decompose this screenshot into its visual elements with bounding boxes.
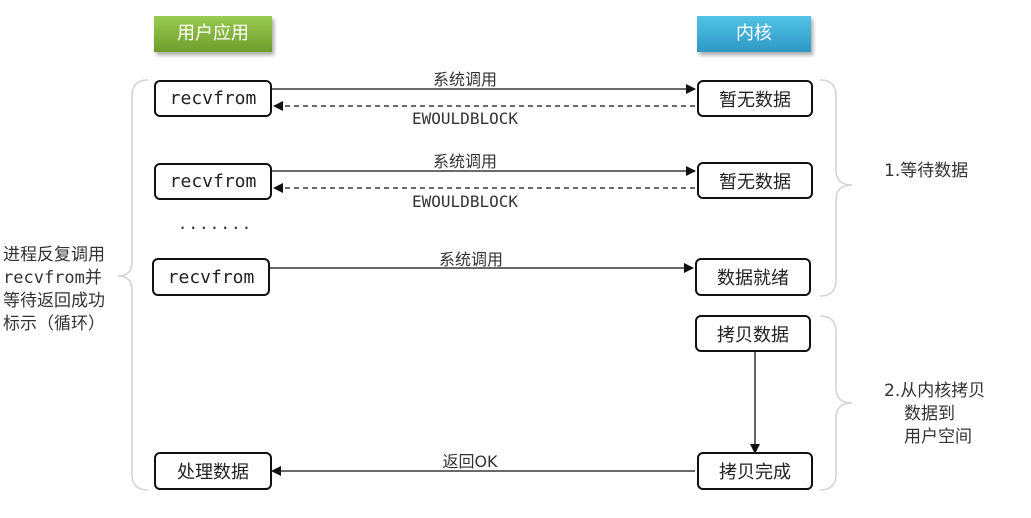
recvfrom-box-3: recvfrom [152,258,270,296]
no-data-box-2: 暂无数据 [697,162,813,199]
phase2-label: 2.从内核拷贝 数据到 用户空间 [884,380,1014,449]
left-note-line-3: 等待返回成功 [3,291,105,311]
kernel-header: 内核 [697,16,811,52]
no-data-box-1: 暂无数据 [697,80,813,117]
syscall-label-1: 系统调用 [432,70,497,89]
phase1-bracket [819,79,853,297]
left-note: 进程反复调用 recvfrom并 等待返回成功 标示（循环） [3,244,121,336]
copy-done-box: 拷贝完成 [697,452,813,490]
phase1-label: 1.等待数据 [884,161,969,181]
phase2-line-3: 用户空间 [904,427,972,447]
data-ready-box: 数据就绪 [695,258,811,296]
ellipsis: ....... [177,214,253,233]
user-app-header: 用户应用 [154,16,272,52]
syscall-label-3: 系统调用 [438,250,503,269]
syscall-label-2: 系统调用 [432,152,497,171]
left-note-line-1: 进程反复调用 [3,245,105,265]
ewouldblock-label-2: EWOULDBLOCK [412,192,518,211]
process-data-box: 处理数据 [154,452,272,490]
left-bracket [117,79,149,491]
copy-data-box: 拷贝数据 [695,315,811,352]
ewouldblock-label-1: EWOULDBLOCK [412,109,518,128]
phase2-line-1: 2.从内核拷贝 [884,381,986,401]
return-ok-label: 返回OK [442,452,498,471]
phase2-line-2: 数据到 [904,404,955,424]
left-note-line-2: recvfrom并 [3,268,102,288]
left-note-line-4: 标示（循环） [3,314,105,334]
recvfrom-box-1: recvfrom [154,80,272,117]
phase2-bracket [819,315,853,491]
recvfrom-box-2: recvfrom [154,163,272,200]
